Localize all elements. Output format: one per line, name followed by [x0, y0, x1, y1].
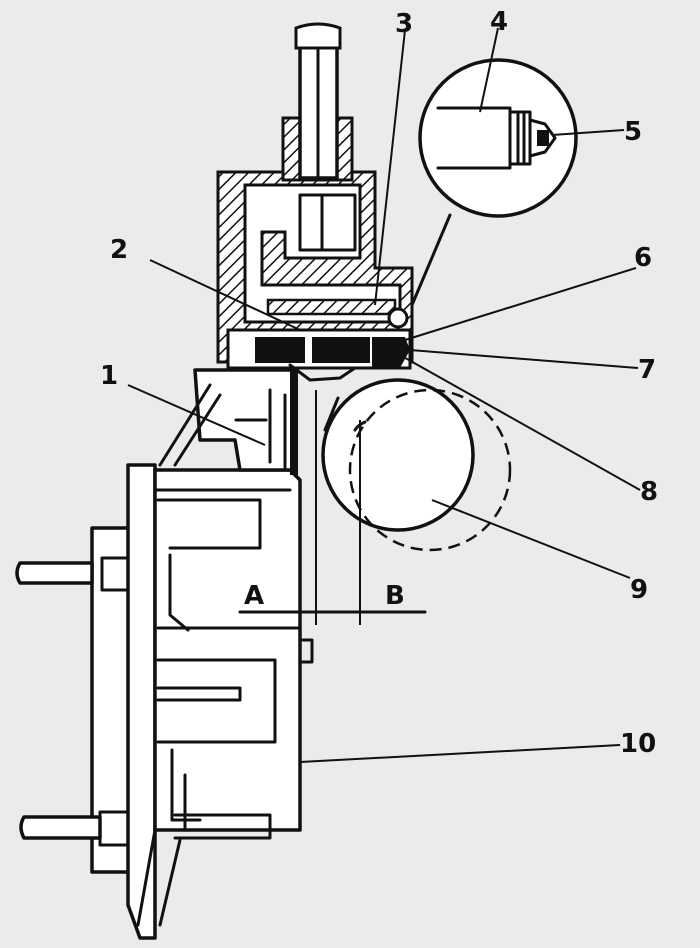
callout-1: 1	[100, 361, 118, 391]
roller	[321, 378, 512, 552]
section-line	[238, 390, 427, 625]
leader-lines	[127, 27, 641, 763]
lower-housing	[90, 463, 314, 940]
callout-7: 7	[638, 355, 656, 385]
upper-mounting-stud	[15, 556, 130, 592]
section-label-b: B	[385, 581, 405, 611]
connecting-neck	[158, 365, 340, 475]
section-label-a: A	[244, 581, 264, 611]
callout-4: 4	[490, 7, 508, 37]
lower-mounting-stud	[19, 810, 130, 847]
callout-2: 2	[110, 235, 128, 265]
callout-5: 5	[624, 117, 642, 147]
callout-10: 10	[620, 729, 656, 759]
detail-magnifier	[410, 58, 578, 307]
top-block	[216, 170, 414, 382]
callout-9: 9	[630, 575, 648, 605]
callout-3: 3	[395, 9, 413, 39]
callout-6: 6	[634, 243, 652, 273]
callout-8: 8	[640, 477, 658, 507]
inlet-fitting	[281, 22, 354, 182]
